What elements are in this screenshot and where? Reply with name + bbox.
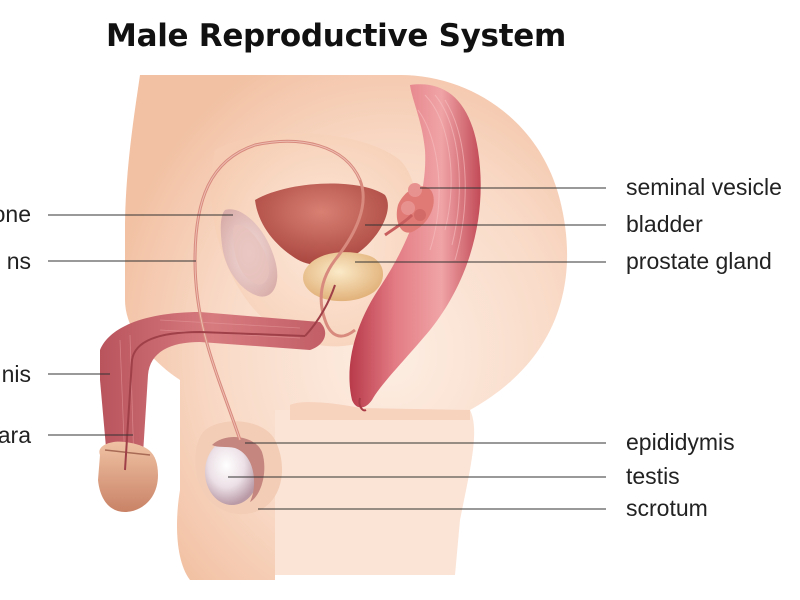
label-pubic-bone: one [0,201,31,227]
epididymis [212,436,265,502]
label-vas-deferens: ns [6,248,31,274]
urethra [124,330,306,471]
seminal-vesicle [384,183,434,237]
label-prostate-gland: prostate gland [626,248,772,274]
label-testis: testis [626,463,680,489]
penis-shaft [100,312,326,470]
diagram-title: Male Reproductive System [106,18,566,54]
testis [205,439,259,505]
label-scrotum: scrotum [626,495,708,521]
label-penis: nis [1,361,31,387]
label-urethra: ara [0,422,31,448]
label-seminal-vesicle: seminal vesicle [626,174,782,200]
label-epididymis: epididymis [626,429,735,455]
pubic-bone [220,209,278,297]
label-bladder: bladder [626,211,703,237]
thigh-area [275,410,475,575]
glans [98,441,158,512]
bladder [255,183,388,266]
rectum [349,84,481,408]
